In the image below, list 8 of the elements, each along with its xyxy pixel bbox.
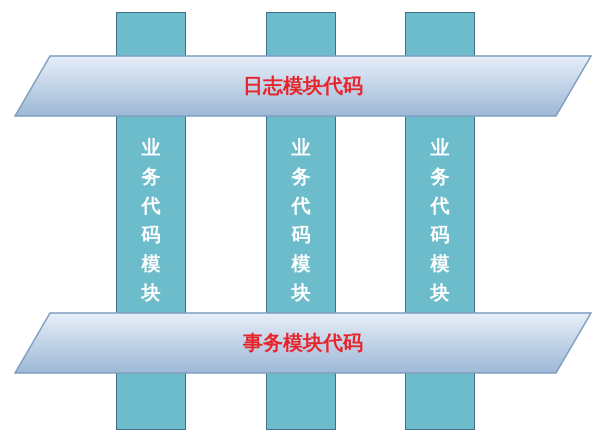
column-label: 业务代码模块 — [291, 136, 311, 306]
module-column — [405, 116, 475, 313]
band-label: 日志模块代码 — [243, 72, 363, 100]
column-label: 业务代码模块 — [141, 136, 161, 306]
module-column — [266, 116, 336, 313]
band-label: 事务模块代码 — [243, 330, 363, 356]
column-label: 业务代码模块 — [430, 136, 450, 306]
module-column — [116, 116, 186, 313]
